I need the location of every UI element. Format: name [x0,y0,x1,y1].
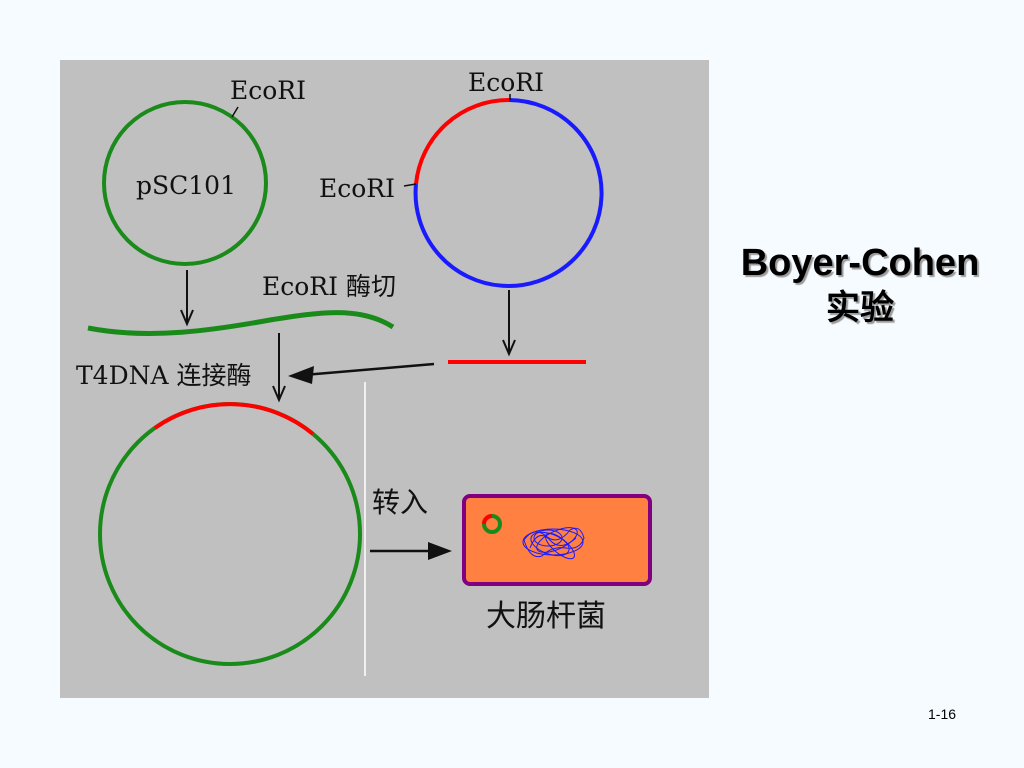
page-number: 1-16 [928,706,957,722]
arrow-insert-left-head [288,366,314,384]
psc101-ecori-tick [231,106,239,118]
donor-ecori-left-tick [403,183,417,187]
donor-ecori-left-label: EcoRI [319,174,395,203]
donor-dna-blue-arc [413,98,604,288]
psc101-ecori-label: EcoRI [230,76,306,105]
psc101-plasmid [102,100,268,266]
recombinant-plasmid [98,402,362,666]
digest-label: EcoRI 酶切 [262,272,396,301]
ligase-label: T4DNA 连接酶 [76,361,252,390]
arrow-transform-head [428,542,452,560]
arrow-donor-head [502,339,516,357]
host-label: 大肠杆菌 [486,599,606,634]
arrow-psc101-head [180,309,194,327]
arrow-insert-left [291,362,435,378]
diagram-panel [60,60,709,698]
psc101-name: pSC101 [136,171,236,200]
donor-ecori-top-label: EcoRI [468,68,544,97]
title-line-2: 实验 [826,288,894,328]
title-line-1: Boyer-Cohen [740,242,980,284]
cell-plasmid-insert [482,514,493,525]
chromosome-tangle [522,527,585,560]
linear-vector-dna [87,310,395,336]
transform-label: 转入 [372,486,428,519]
recombinant-insert-arc [153,402,315,436]
arrow-recombinant-head [272,385,286,403]
donor-dna-red-arc [414,97,510,185]
slide-title: Boyer-Cohen 实验 [700,240,1020,330]
